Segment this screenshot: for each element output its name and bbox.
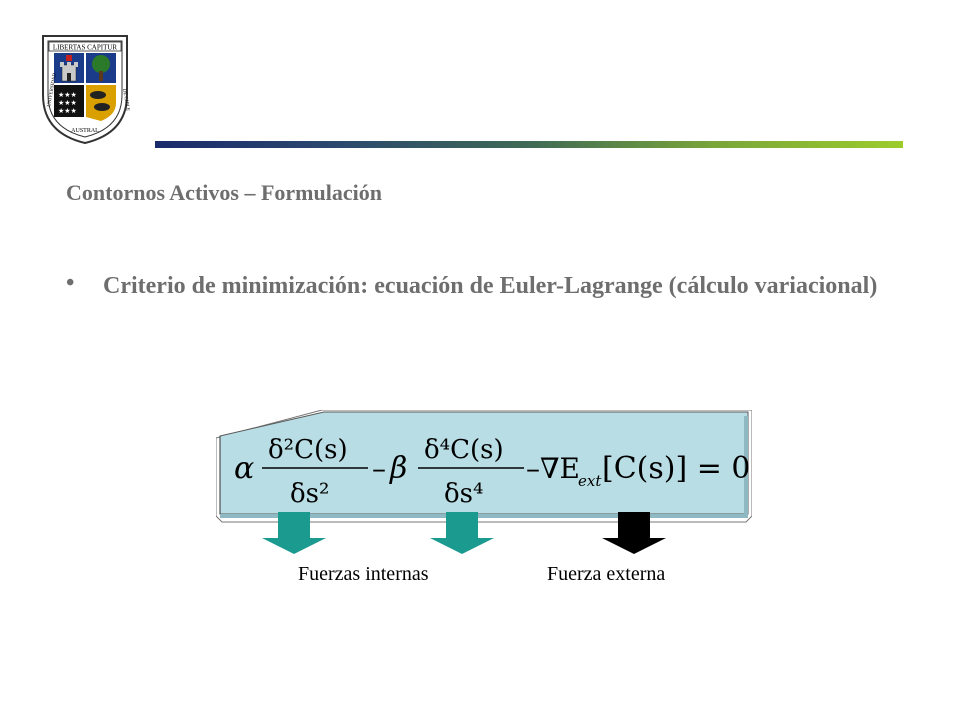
university-logo: LIBERTAS CAPITUR ★★★ ★★★ ★★★ UNIVERSIDAD… [40, 33, 130, 145]
svg-text:★★★: ★★★ [58, 99, 77, 107]
eq-gradient-term: –∇E [526, 452, 580, 485]
bullet-symbol: • [66, 270, 75, 296]
internal-force-arrow-2 [430, 512, 494, 554]
internal-forces-label: Fuerzas internas [298, 563, 429, 585]
eq-beta: β [389, 451, 407, 486]
logo-ring-left: UNIVERSIDAD [47, 72, 58, 107]
logo-ring-right: DE CHILE [121, 88, 130, 111]
eq-numerator-2: δ⁴C(s) [424, 435, 504, 465]
internal-force-arrow-1 [262, 512, 326, 554]
slide-title: Contornos Activos – Formulación [66, 180, 382, 205]
eq-numerator-1: δ²C(s) [268, 435, 348, 465]
eq-ext-subscript: ext [578, 472, 602, 490]
equation-callout: α δ²C(s) δs² – β δ⁴C(s) δs⁴ –∇E ext [C(s… [216, 410, 752, 524]
logo-ring-bottom: AUSTRAL [71, 128, 99, 134]
bullet-text: Criterio de minimización: ecuación de Eu… [103, 273, 878, 299]
external-force-arrow [602, 512, 666, 554]
eq-minus-1: – [372, 452, 386, 485]
svg-text:★★★: ★★★ [58, 91, 77, 99]
svg-text:★★★: ★★★ [58, 107, 77, 115]
eq-denominator-2: δs⁴ [444, 479, 483, 509]
external-force-label: Fuerza externa [547, 563, 666, 585]
eq-bracket-term: [C(s)] = 0 [602, 451, 750, 486]
logo-motto: LIBERTAS CAPITUR [53, 44, 117, 52]
eq-alpha: α [234, 451, 254, 486]
eq-denominator-1: δs² [290, 479, 329, 509]
header-gradient-rule [155, 141, 903, 148]
